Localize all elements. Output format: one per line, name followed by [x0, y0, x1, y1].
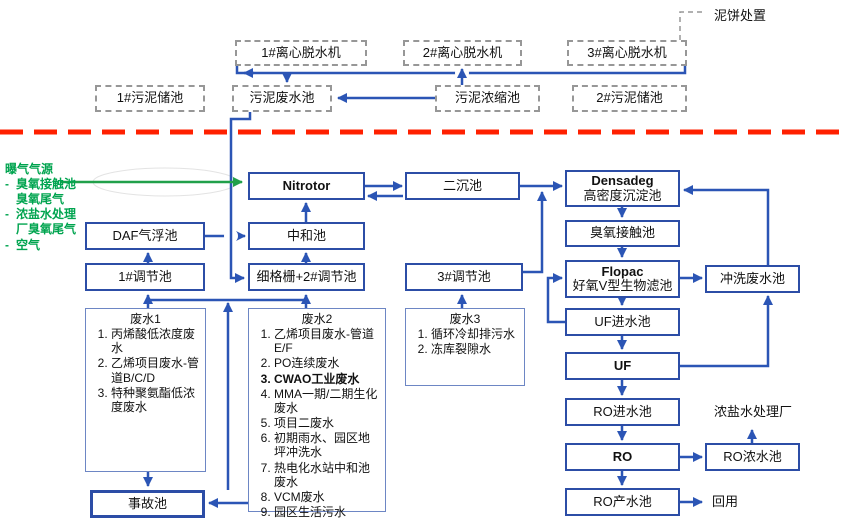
wash-wastewater-label: 冲洗废水池 — [719, 270, 785, 286]
wastewater3-list: 废水3 循环冷却排污水冻库裂隙水 — [405, 308, 525, 386]
aeration-note-list: 臭氧接触池臭氧尾气浓盐水处理厂臭氧尾气空气 — [5, 177, 81, 253]
list-item: 园区生活污水 — [274, 505, 381, 519]
densadeg-en-label: Densadeg — [591, 173, 654, 189]
node-ro-concentrate: RO浓水池 — [705, 443, 800, 471]
wastewater2-title: 废水2 — [301, 312, 333, 326]
list-item: VCM废水 — [274, 490, 381, 504]
ro-concentrate-label: RO浓水池 — [723, 448, 782, 464]
node-secondary-clarifier: 二沉池 — [405, 172, 520, 200]
node-sludge-thickener: 污泥浓缩池 — [435, 85, 540, 112]
aeration-gas-note: 曝气气源 臭氧接触池臭氧尾气浓盐水处理厂臭氧尾气空气 — [5, 162, 81, 253]
node-uf: UF — [565, 352, 680, 380]
list-item: 丙烯酸低浓度废水 — [111, 327, 201, 355]
sludge-water-downcomer — [229, 112, 252, 283]
neutralization-label: 中和池 — [286, 227, 326, 243]
node-regulating-1: 1#调节池 — [85, 263, 205, 291]
list-item: CWAO工业废水 — [274, 372, 381, 386]
node-screen-regulating-2: 细格栅+2#调节池 — [248, 263, 365, 291]
daf-label: DAF气浮池 — [112, 227, 178, 243]
dewatering-1-label: 1#离心脱水机 — [261, 44, 341, 60]
list-item: 热电化水站中和池废水 — [274, 461, 381, 489]
node-sludge-cake-disposal: 泥饼处置 — [707, 3, 802, 30]
node-sludge-storage-1: 1#污泥储池 — [95, 85, 205, 112]
regulating-1-label: 1#调节池 — [118, 268, 172, 284]
node-flopac: Flopac 好氧V型生物滤池 — [565, 260, 680, 298]
node-ro-feed: RO进水池 — [565, 398, 680, 426]
wastewater2-list: 废水2 乙烯项目废水-管道E/FPO连续废水 CWAO工业废水MMA一期/二期生化… — [248, 308, 386, 519]
regulating-3-label: 3#调节池 — [437, 268, 491, 284]
ro-product-label: RO产水池 — [593, 493, 652, 509]
list-item: 项目二废水 — [274, 416, 381, 430]
list-item: 空气 — [5, 238, 81, 253]
reuse-label: 回用 — [712, 493, 739, 509]
list-item: 浓盐水处理厂臭氧尾气 — [5, 207, 81, 237]
list-item: PO连续废水 — [274, 356, 381, 370]
nitrotor-label: Nitrotor — [282, 177, 331, 193]
wastewater2-items: 乙烯项目废水-管道E/FPO连续废水 CWAO工业废水MMA一期/二期生化废水项目… — [253, 327, 381, 519]
node-brine-plant: 浓盐水处理厂 — [703, 398, 803, 426]
dewatering-3-label: 3#离心脱水机 — [587, 44, 667, 60]
list-item: 循环冷却排污水 — [431, 327, 520, 341]
accident-pool-label: 事故池 — [127, 495, 167, 511]
node-reuse: 回用 — [705, 488, 800, 516]
aeration-note-title: 曝气气源 — [5, 162, 54, 176]
node-sludge-wastewater: 污泥废水池 — [232, 85, 332, 112]
ro-label: RO — [612, 448, 633, 464]
node-regulating-3: 3#调节池 — [405, 263, 523, 291]
node-dewatering-1: 1#离心脱水机 — [235, 40, 367, 66]
flopac-cn-label: 好氧V型生物滤池 — [572, 278, 673, 293]
node-wash-wastewater: 冲洗废水池 — [705, 265, 800, 293]
dewatering-2-label: 2#离心脱水机 — [422, 44, 503, 60]
sludge-thickener-label: 污泥浓缩池 — [454, 90, 520, 106]
wastewater1-list: 废水1 丙烯酸低浓度废水乙烯项目废水-管道B/C/D特种聚氨酯低浓度废水 — [85, 308, 206, 472]
uf-feed-label: UF进水池 — [594, 313, 651, 329]
wastewater1-items: 丙烯酸低浓度废水乙烯项目废水-管道B/C/D特种聚氨酯低浓度废水 — [90, 327, 201, 414]
sludge-storage-1-label: 1#污泥储池 — [116, 90, 184, 106]
node-nitrotor: Nitrotor — [248, 172, 365, 200]
node-accident-pool: 事故池 — [90, 490, 205, 518]
sludge-cake-label: 泥饼处置 — [714, 8, 767, 24]
uf-label: UF — [613, 357, 632, 373]
list-item: 臭氧接触池臭氧尾气 — [5, 177, 81, 207]
sludge-wastewater-label: 污泥废水池 — [249, 90, 315, 106]
ozone-contact-label: 臭氧接触池 — [589, 225, 655, 241]
node-ro-product: RO产水池 — [565, 488, 680, 516]
node-daf: DAF气浮池 — [85, 222, 205, 250]
node-dewatering-3: 3#离心脱水机 — [567, 40, 687, 66]
sludge-storage-2-label: 2#污泥储池 — [596, 90, 663, 106]
list-item: 冻库裂隙水 — [431, 342, 520, 356]
process-arrows — [143, 181, 773, 508]
flopac-en-label: Flopac — [601, 263, 644, 279]
list-item: 初期雨水、园区地坪冲洗水 — [274, 431, 381, 459]
wastewater3-title: 废水3 — [449, 312, 481, 326]
node-sludge-storage-2: 2#污泥储池 — [572, 85, 687, 112]
wastewater3-items: 循环冷却排污水冻库裂隙水 — [410, 327, 520, 356]
node-ro: RO — [565, 443, 680, 471]
brine-plant-label: 浓盐水处理厂 — [713, 403, 792, 419]
list-item: 乙烯项目废水-管道B/C/D — [111, 356, 201, 384]
node-dewatering-2: 2#离心脱水机 — [403, 40, 522, 66]
wastewater1-title: 废水1 — [130, 312, 161, 326]
screen-regulating-2-label: 细格栅+2#调节池 — [256, 268, 357, 284]
list-item: MMA一期/二期生化废水 — [274, 387, 381, 415]
densadeg-cn-label: 高密度沉淀池 — [583, 187, 662, 203]
node-uf-feed: UF进水池 — [565, 308, 680, 336]
ro-feed-label: RO进水池 — [593, 403, 652, 419]
list-item: 乙烯项目废水-管道E/F — [274, 327, 381, 355]
node-densadeg: Densadeg 高密度沉淀池 — [565, 170, 680, 207]
list-item: 特种聚氨酯低浓度废水 — [111, 386, 201, 414]
sludge-cake-dashed-link — [679, 11, 705, 40]
node-neutralization: 中和池 — [248, 222, 365, 250]
node-ozone-contact: 臭氧接触池 — [565, 220, 680, 247]
secondary-clarifier-label: 二沉池 — [442, 177, 482, 193]
